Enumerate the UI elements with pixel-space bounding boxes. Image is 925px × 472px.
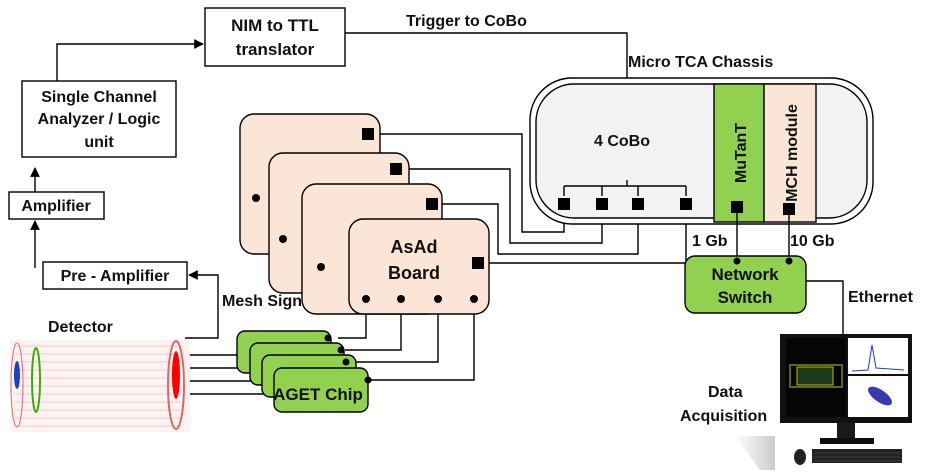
- detector-source: [14, 361, 20, 389]
- preamp-block: Pre - Amplifier: [42, 261, 188, 290]
- mch-module: [763, 83, 817, 223]
- sca-block: Single Channel Analyzer / Logic unit: [21, 80, 177, 158]
- detector-end-ring-left: [10, 342, 24, 428]
- detector-field-lines: [14, 345, 180, 427]
- micro-tca-chassis: Micro TCA Chassis 4 CoBo MuTanT MCH modu…: [529, 54, 874, 225]
- daq-label-1: Data: [708, 384, 743, 401]
- monitor-base: [820, 438, 874, 444]
- asad-boards: AsAd Board: [239, 113, 490, 315]
- cobo-label: 4 CoBo: [594, 133, 650, 150]
- switch-label-2: Switch: [718, 288, 773, 307]
- daq-shadow: [735, 436, 775, 470]
- amplifier-label: Amplifier: [21, 198, 90, 215]
- nim-ttl-block: NIM to TTL translator: [204, 7, 346, 67]
- nim-ttl-label-2: translator: [236, 40, 315, 59]
- detector-anode: [172, 351, 180, 399]
- asad-label-2: Board: [388, 263, 440, 283]
- detector-label: Detector: [48, 319, 113, 336]
- daq-computer: Data Acquisition: [680, 334, 912, 470]
- cobo-bus: [563, 180, 687, 196]
- link-1gb-label: 1 Gb: [692, 233, 728, 250]
- nim-ttl-label-1: NIM to TTL: [231, 16, 319, 35]
- aget-label: AGET Chip: [273, 385, 363, 404]
- mutant-label: MuTanT: [733, 123, 750, 183]
- daq-label-2: Acquisition: [680, 408, 767, 425]
- asad-aget-wires: [338, 299, 475, 381]
- detector-green-ring: [31, 347, 41, 413]
- detector-illustration: Detector: [10, 319, 190, 432]
- mesh-signal-label: Mesh Signal: [222, 293, 315, 310]
- network-switch: 1 Gb 10 Gb Network Switch Ethernet: [684, 213, 914, 335]
- sca-label-3: unit: [84, 134, 114, 151]
- detector-end-ring-right: [167, 340, 185, 430]
- asad-label-1: AsAd: [390, 237, 437, 257]
- aget-chip-4: [273, 367, 369, 413]
- mouse: [794, 449, 806, 465]
- monitor-neck: [837, 423, 855, 439]
- chassis-label: Micro TCA Chassis: [628, 54, 773, 71]
- aget-chips: AGET Chip: [236, 330, 372, 413]
- sca-label-2: Analyzer / Logic: [38, 111, 161, 128]
- mutant-module: [713, 83, 765, 223]
- trigger-label: Trigger to CoBo: [406, 13, 527, 30]
- sca-label-1: Single Channel: [41, 89, 157, 106]
- link-10gb-label: 10 Gb: [790, 233, 835, 250]
- preamp-label: Pre - Amplifier: [61, 268, 170, 285]
- keyboard: [812, 449, 902, 463]
- asad-board-4: [348, 218, 490, 315]
- ethernet-label: Ethernet: [848, 289, 914, 306]
- switch-label-1: Network: [711, 265, 779, 284]
- amplifier-block: Amplifier: [8, 191, 105, 220]
- mch-label: MCH module: [784, 104, 801, 202]
